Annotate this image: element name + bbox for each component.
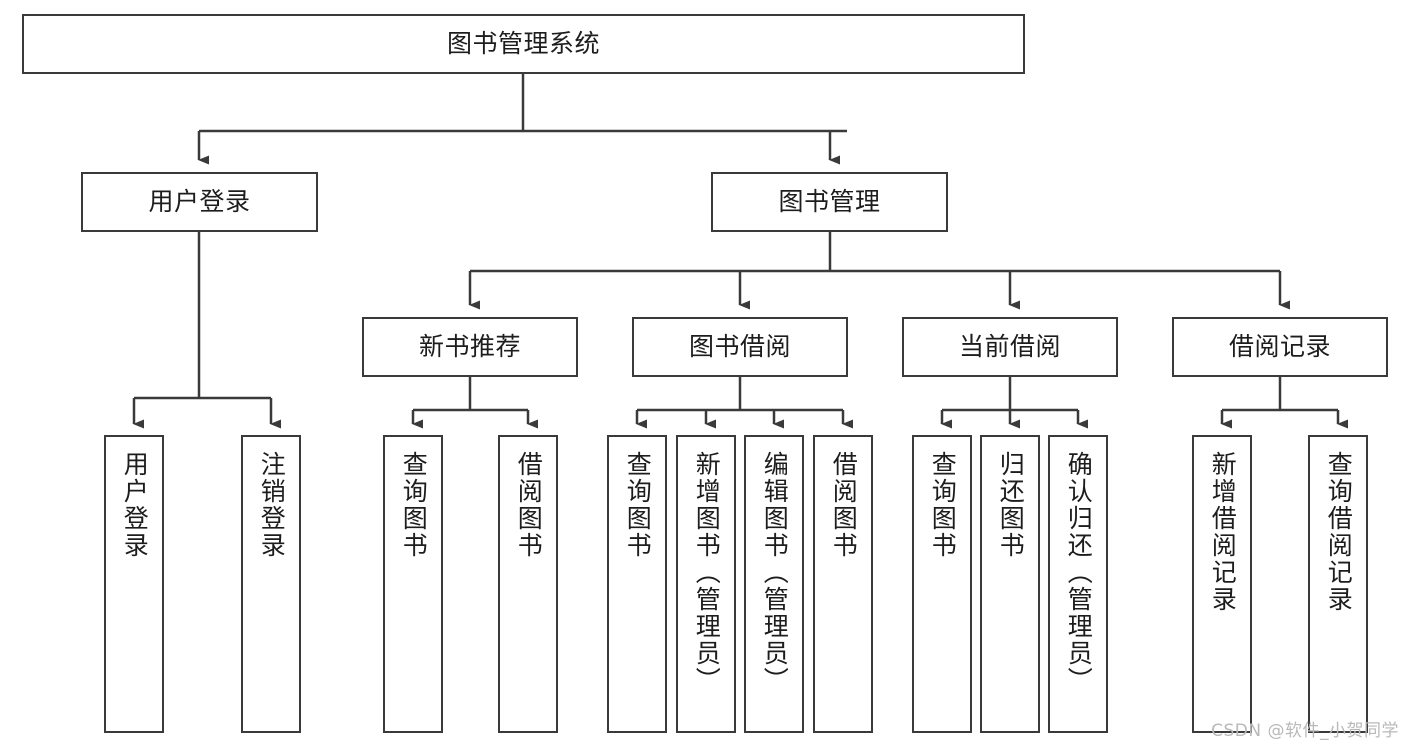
watermark: CSDN @软件_小贺同学	[1211, 721, 1399, 741]
node-label: 新增借阅记录	[1208, 451, 1238, 613]
node-leaf-query-book-borrow[interactable]: 查询图书	[607, 435, 667, 733]
node-label: 查询图书	[928, 451, 958, 559]
node-label: 图书借阅	[688, 332, 791, 362]
node-label: 归还图书	[996, 451, 1026, 559]
node-leaf-edit-book-admin[interactable]: 编辑图书（管理员）	[744, 435, 804, 733]
node-leaf-return-book[interactable]: 归还图书	[980, 435, 1040, 733]
node-leaf-add-book-admin[interactable]: 新增图书（管理员）	[676, 435, 736, 733]
node-label: 用户登录	[120, 451, 150, 559]
node-label: 借阅图书	[829, 451, 859, 559]
node-leaf-user-login[interactable]: 用户登录	[104, 435, 164, 733]
node-label: 用户登录	[148, 187, 251, 217]
node-label: 查询图书	[399, 451, 429, 559]
node-current-borrow[interactable]: 当前借阅	[902, 317, 1118, 377]
node-label: 新书推荐	[418, 332, 521, 362]
node-leaf-borrow-book-recommend[interactable]: 借阅图书	[498, 435, 558, 733]
node-label: 查询图书	[623, 451, 653, 559]
node-label: 图书管理	[778, 187, 881, 217]
node-label: 确认归还（管理员）	[1064, 451, 1094, 694]
node-label: 注销登录	[257, 451, 287, 559]
node-leaf-query-book-recommend[interactable]: 查询图书	[383, 435, 443, 733]
node-label: 新增图书（管理员）	[692, 451, 722, 694]
node-label: 编辑图书（管理员）	[760, 451, 790, 694]
node-new-book-recommend[interactable]: 新书推荐	[362, 317, 578, 377]
node-root-system[interactable]: 图书管理系统	[22, 14, 1025, 74]
node-leaf-query-book-current[interactable]: 查询图书	[912, 435, 972, 733]
node-leaf-confirm-return-admin[interactable]: 确认归还（管理员）	[1048, 435, 1108, 733]
node-label: 查询借阅记录	[1324, 451, 1354, 613]
node-label: 借阅图书	[514, 451, 544, 559]
node-leaf-borrow-book[interactable]: 借阅图书	[813, 435, 873, 733]
node-book-management[interactable]: 图书管理	[711, 172, 948, 232]
node-label: 当前借阅	[958, 332, 1061, 362]
node-label: 借阅记录	[1228, 332, 1331, 362]
node-leaf-query-borrow-record[interactable]: 查询借阅记录	[1308, 435, 1368, 733]
node-label: 图书管理系统	[446, 29, 600, 59]
node-leaf-add-borrow-record[interactable]: 新增借阅记录	[1192, 435, 1252, 733]
node-book-borrow[interactable]: 图书借阅	[632, 317, 848, 377]
node-leaf-logout[interactable]: 注销登录	[241, 435, 301, 733]
node-user-login[interactable]: 用户登录	[81, 172, 318, 232]
node-borrow-record[interactable]: 借阅记录	[1172, 317, 1388, 377]
